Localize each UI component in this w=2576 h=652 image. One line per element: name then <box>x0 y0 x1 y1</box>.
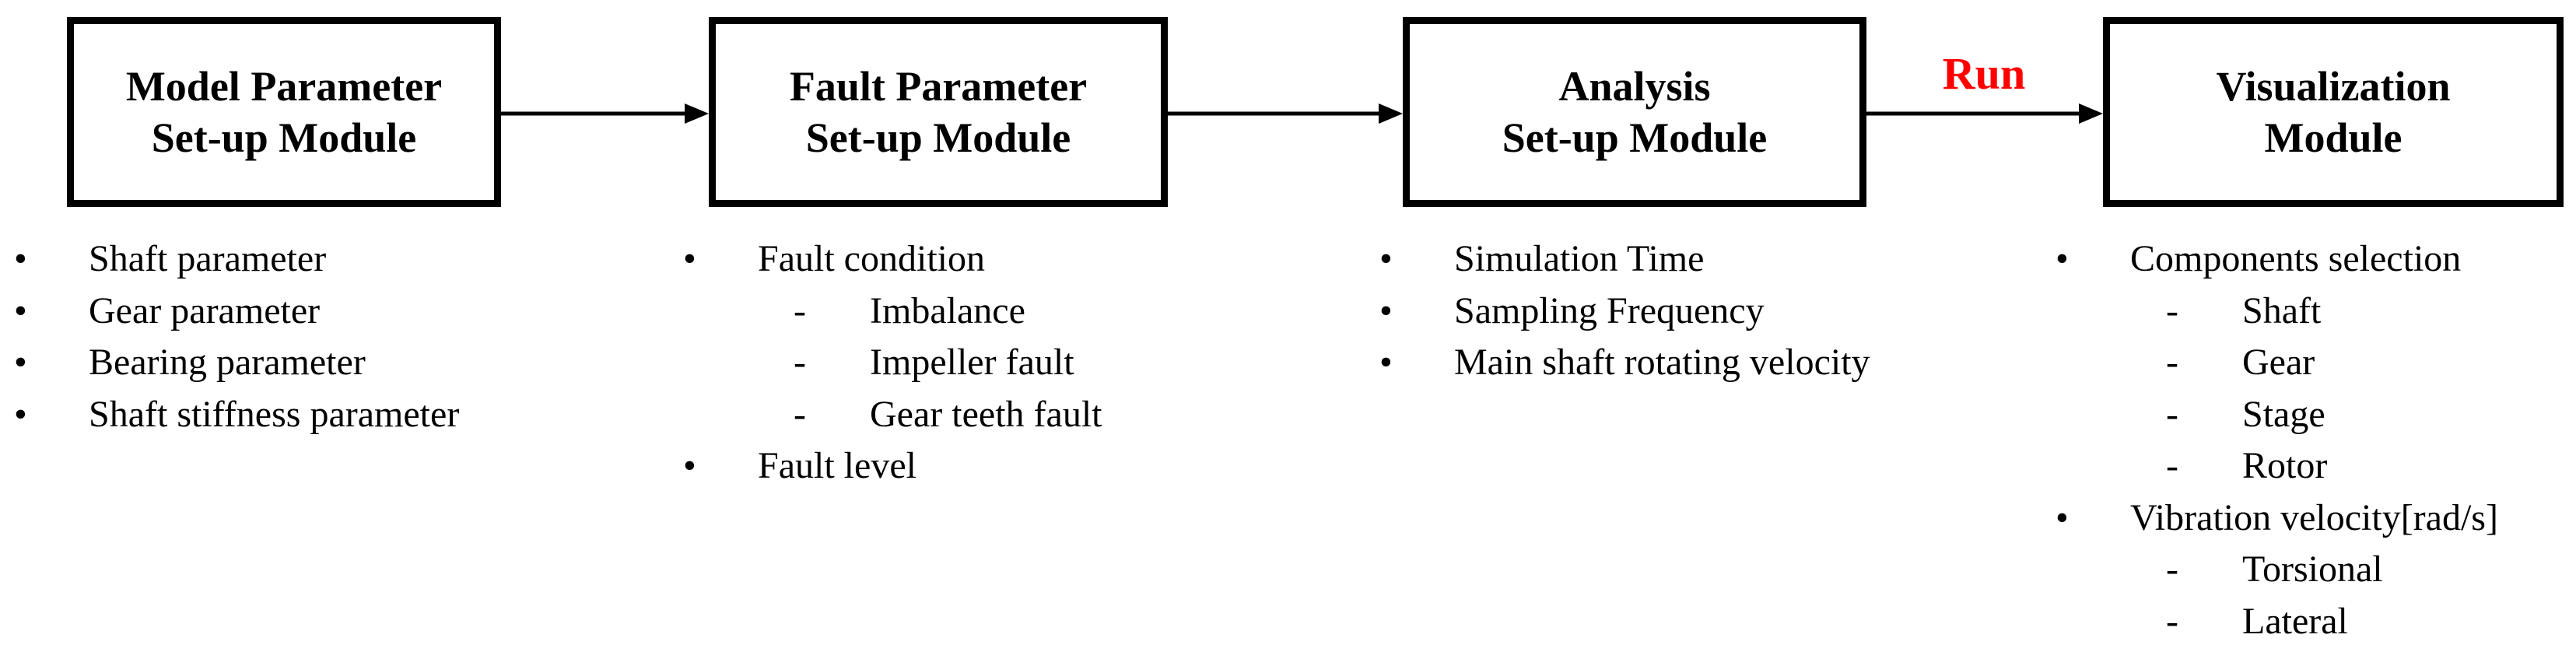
dash-icon: - <box>2166 600 2178 642</box>
list-item-label: Bearing parameter <box>89 342 366 383</box>
model-parameter-setup-module-box: Model Parameter Set-up Module <box>67 17 501 207</box>
sub-list-item-label: Shaft <box>2242 289 2322 331</box>
model-parameter-list: • Shaft parameter • Gear parameter • Bearing … <box>14 233 459 440</box>
module-title-line2: Set-up Module <box>151 114 417 161</box>
bullet-icon: • <box>1379 342 1393 383</box>
bullet-icon: • <box>1379 238 1393 279</box>
list-item-label: Components selection <box>2130 238 2462 279</box>
sub-list-item: - Shaft <box>2056 286 2498 338</box>
dash-icon: - <box>2166 445 2178 486</box>
list-item-label: Shaft parameter <box>89 238 327 279</box>
visualization-module-box: Visualization Module <box>2103 17 2564 207</box>
sub-list-item-label: Gear teeth fault <box>870 393 1102 435</box>
visualization-list: • Components selection - Shaft - Gear - Stage - R… <box>2056 233 2498 647</box>
bullet-icon: • <box>14 289 27 331</box>
sub-list-item-label: Stage <box>2242 393 2325 435</box>
list-item: • Simulation Time <box>1379 233 1870 286</box>
list-item-label: Vibration velocity[rad/s] <box>2130 496 2498 538</box>
bullet-icon: • <box>683 238 696 279</box>
dash-icon: - <box>2166 549 2178 590</box>
module-title-line1: Model Parameter <box>125 63 443 110</box>
run-label: Run <box>1942 48 2026 99</box>
list-item: • Bearing parameter <box>14 337 459 389</box>
analysis-setup-module-box: Analysis Set-up Module <box>1403 17 1866 207</box>
sub-list-item-label: Rotor <box>2242 445 2328 486</box>
sub-list-item: - Impeller fault <box>683 337 1102 389</box>
list-item: • Shaft stiffness parameter <box>14 389 459 441</box>
module-title-line2: Set-up Module <box>1502 114 1768 161</box>
fault-parameter-list: • Fault condition - Imbalance - Impeller faul… <box>683 233 1102 493</box>
dash-icon: - <box>2166 342 2178 383</box>
list-item: • Fault level <box>683 440 1102 493</box>
dash-icon: - <box>794 289 806 331</box>
module-title: Model Parameter Set-up Module <box>126 61 442 163</box>
bullet-icon: • <box>14 393 27 435</box>
sub-list-item: - Stage <box>2056 389 2498 441</box>
bullet-icon: • <box>2056 238 2069 279</box>
dash-icon: - <box>2166 289 2178 331</box>
list-item-label: Fault level <box>758 445 916 486</box>
module-title-line1: Visualization <box>2216 63 2451 110</box>
module-title: Visualization Module <box>2216 61 2450 163</box>
list-item: • Shaft parameter <box>14 233 459 286</box>
sub-list-item: - Lateral <box>2056 596 2498 648</box>
list-item: • Components selection <box>2056 233 2498 286</box>
module-title-line2: Module <box>2264 114 2403 161</box>
bullet-icon: • <box>14 342 27 383</box>
list-item-label: Simulation Time <box>1454 238 1705 279</box>
bullet-icon: • <box>14 238 27 279</box>
sub-list-item-label: Impeller fault <box>870 342 1074 383</box>
analysis-setup-list: • Simulation Time • Sampling Frequency • Main… <box>1379 233 1870 389</box>
list-item: • Main shaft rotating velocity <box>1379 337 1870 389</box>
list-item: • Fault condition <box>683 233 1102 286</box>
list-item-label: Fault condition <box>758 238 985 279</box>
arrow-analysis-to-visualization <box>1866 103 2103 124</box>
dash-icon: - <box>2166 393 2178 435</box>
list-item: • Gear parameter <box>14 286 459 338</box>
sub-list-item-label: Gear <box>2242 342 2315 383</box>
sub-list-item: - Gear teeth fault <box>683 389 1102 441</box>
list-item-label: Main shaft rotating velocity <box>1454 342 1870 383</box>
bullet-icon: • <box>1379 289 1393 331</box>
sub-list-item-label: Imbalance <box>870 289 1025 331</box>
list-item-label: Sampling Frequency <box>1454 289 1765 331</box>
list-item-label: Gear parameter <box>89 289 321 331</box>
dash-icon: - <box>794 393 806 435</box>
arrow-model-to-fault <box>501 103 709 124</box>
sub-list-item-label: Lateral <box>2242 600 2348 642</box>
module-title: Fault Parameter Set-up Module <box>790 61 1087 163</box>
dash-icon: - <box>794 342 806 383</box>
module-title-line1: Analysis <box>1558 63 1711 110</box>
bullet-icon: • <box>683 445 696 486</box>
sub-list-item-label: Torsional <box>2242 549 2383 590</box>
fault-parameter-setup-module-box: Fault Parameter Set-up Module <box>709 17 1168 207</box>
sub-list-item: - Imbalance <box>683 286 1102 338</box>
list-item-label: Shaft stiffness parameter <box>89 393 460 435</box>
module-title: Analysis Set-up Module <box>1502 61 1768 163</box>
sub-list-item: - Rotor <box>2056 440 2498 493</box>
list-item: • Vibration velocity[rad/s] <box>2056 493 2498 545</box>
sub-list-item: - Gear <box>2056 337 2498 389</box>
list-item: • Sampling Frequency <box>1379 286 1870 338</box>
bullet-icon: • <box>2056 496 2069 538</box>
arrow-fault-to-analysis <box>1168 103 1403 124</box>
sub-list-item: - Torsional <box>2056 544 2498 596</box>
module-title-line1: Fault Parameter <box>789 63 1088 110</box>
module-title-line2: Set-up Module <box>805 114 1071 161</box>
